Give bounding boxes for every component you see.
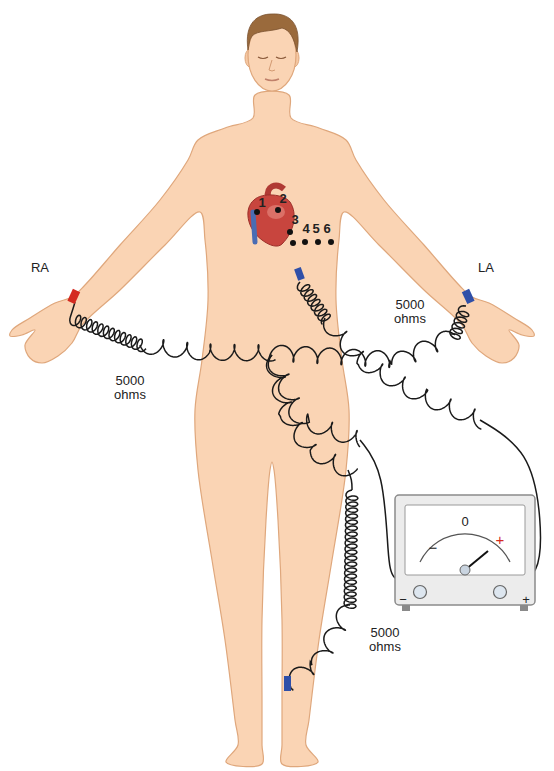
electrode-dots (254, 207, 334, 246)
wire (70, 302, 75, 318)
coiled-wire (269, 331, 455, 367)
electrode-number: 5 (312, 222, 319, 236)
coiled-wire (289, 605, 350, 690)
electrode-number: 6 (323, 222, 330, 236)
coiled-wire (344, 490, 358, 608)
coiled-wire (267, 355, 358, 476)
heart (248, 186, 294, 247)
coiled-wire (70, 315, 146, 351)
electrode-number: 1 (258, 196, 265, 210)
terminal-sign: − (399, 593, 407, 607)
electrode-number: 2 (279, 192, 286, 206)
coiled-wire (324, 318, 482, 429)
resistance-label: 5000 ohms (107, 374, 153, 403)
wire (348, 470, 352, 490)
meter-scale-mark: + (496, 532, 505, 549)
coiled-wire (297, 282, 330, 324)
coiled-wire (140, 340, 276, 361)
electrode-number: 3 (291, 213, 298, 227)
electrode-number: 4 (302, 222, 309, 236)
lead-wires (70, 282, 541, 690)
meter-scale-mark: − (429, 540, 438, 557)
meter (395, 495, 535, 611)
body-outline (10, 91, 535, 766)
resistance-label: 5000 ohms (362, 626, 408, 655)
meter-scale-mark: 0 (461, 515, 468, 529)
lead-label: LA (478, 261, 494, 275)
electrodes (67, 267, 474, 691)
hair (247, 14, 298, 52)
resistance-label: 5000 ohms (387, 298, 433, 327)
coiled-wire (268, 355, 360, 447)
head (245, 14, 299, 91)
terminal-sign: + (522, 593, 530, 607)
lead-label: RA (31, 261, 49, 275)
